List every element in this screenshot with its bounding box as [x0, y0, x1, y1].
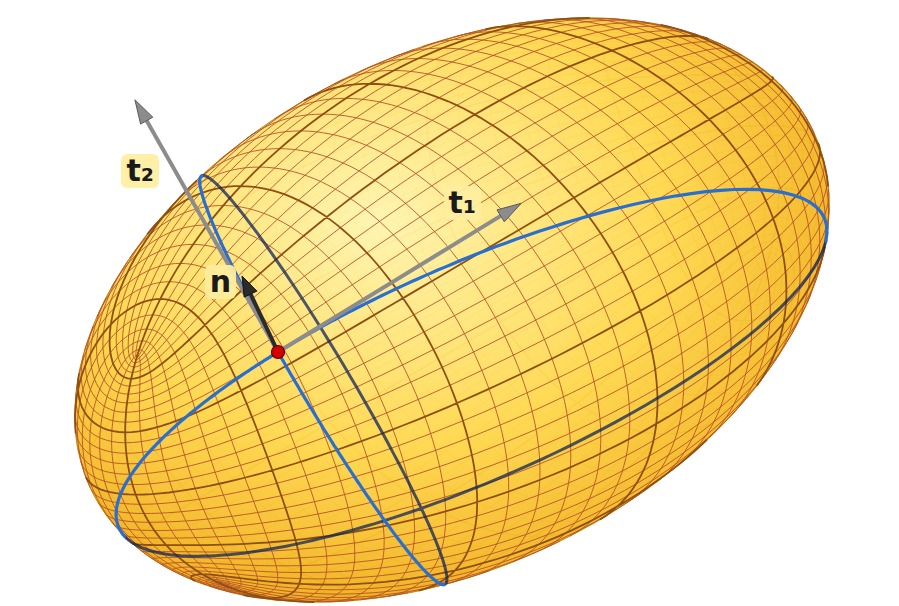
tangent-arrow-shaft	[278, 216, 501, 352]
surface-point	[272, 346, 285, 359]
tangent-arrow-head	[135, 100, 153, 124]
ellipsoid-surface	[75, 18, 829, 602]
curvature-grid-lines-major	[75, 18, 828, 602]
vector-label: t₁	[444, 186, 481, 220]
vector-label: t₂	[121, 154, 158, 188]
tangent-arrow-head	[497, 203, 521, 222]
back-grid-lines	[75, 18, 829, 602]
normal-arrow-shaft	[251, 294, 278, 352]
back-grid-lines-major	[76, 18, 829, 602]
normal-section-back	[125, 176, 826, 585]
curvature-grid-lines	[75, 18, 829, 602]
normal-section-curve	[116, 176, 827, 585]
normal-arrow-head	[242, 276, 257, 297]
tangent-arrow-shaft	[147, 121, 278, 352]
vector-label: n	[205, 265, 236, 299]
